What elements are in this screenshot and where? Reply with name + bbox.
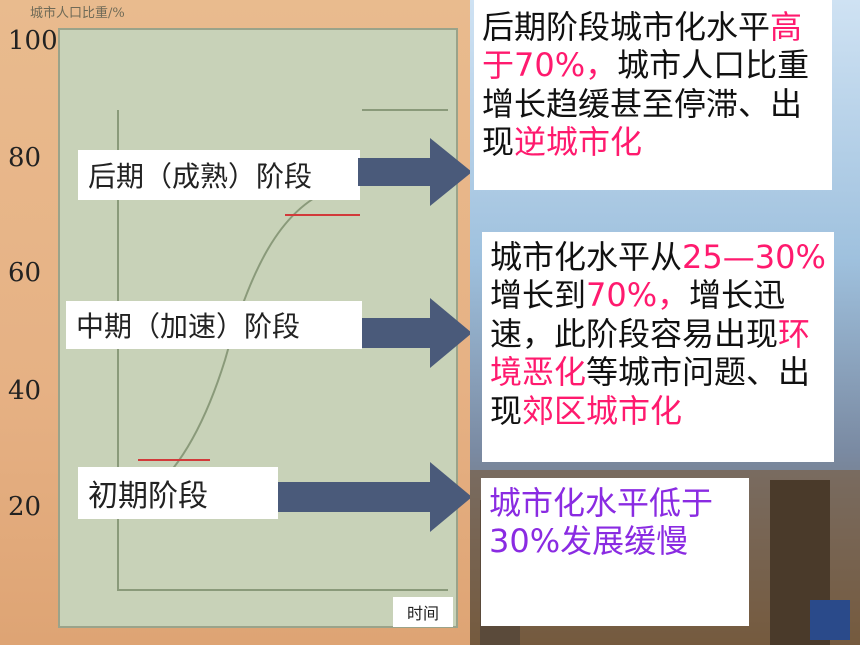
early-stage-label: 初期阶段 [78, 467, 278, 519]
middle-stage-description: 城市化水平从25—30%增长到70%，增长迅速，此阶段容易出现环境恶化等城市问题… [482, 232, 834, 462]
x-axis-label: 时间 [393, 597, 453, 627]
axis-lines [117, 110, 448, 591]
y-tick-100: 100 [8, 26, 58, 56]
chart-panel: 城市人口比重/% 100 80 60 40 20 后期（成熟）阶段 中期（加速）… [0, 0, 470, 645]
late-stage-label: 后期（成熟）阶段 [78, 150, 360, 200]
y-tick-60: 60 [8, 258, 42, 288]
y-tick-80: 80 [8, 143, 42, 173]
y-tick-40: 40 [8, 376, 42, 406]
early-stage-description: 城市化水平低于30%发展缓慢 [481, 478, 749, 626]
middle-stage-label: 中期（加速）阶段 [66, 301, 362, 349]
y-axis-title: 城市人口比重/% [30, 6, 125, 21]
y-tick-20: 20 [8, 492, 42, 522]
late-stage-description: 后期阶段城市化水平高于70%，城市人口比重增长趋缓甚至停滞、出现逆城市化 [474, 0, 832, 190]
